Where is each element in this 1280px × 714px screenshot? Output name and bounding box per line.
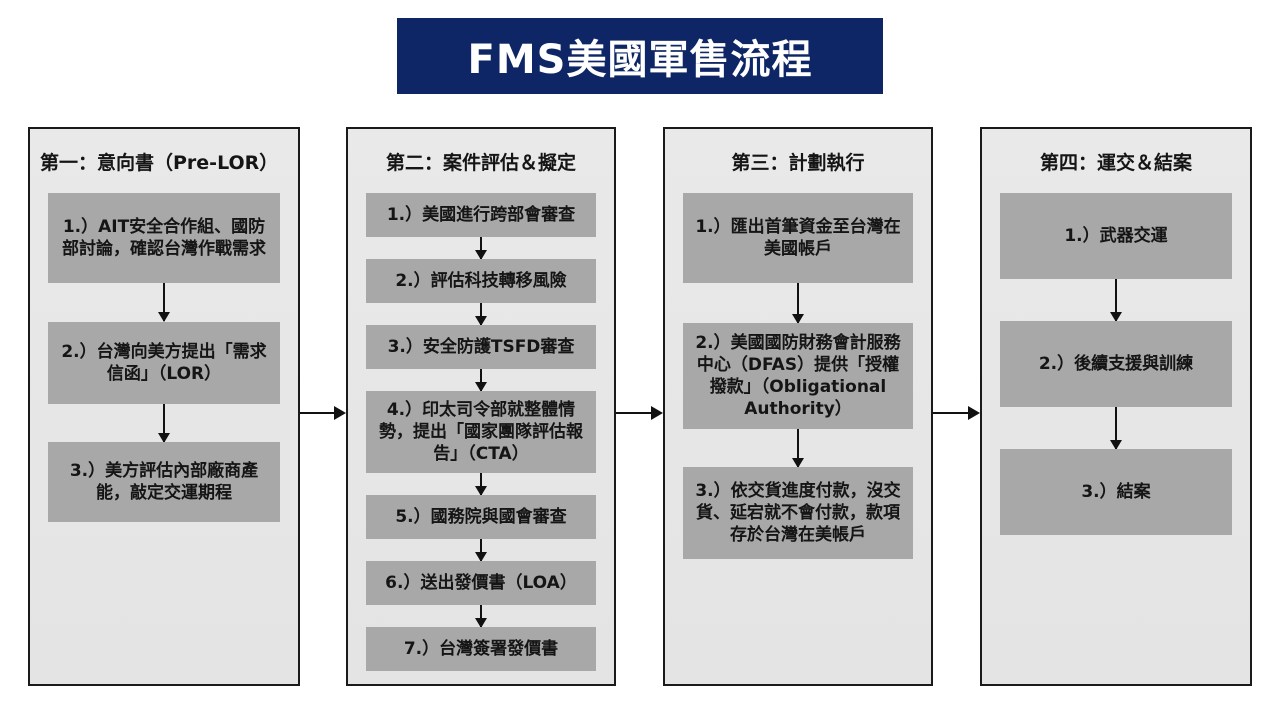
arrow-down-icon [792,283,804,324]
arrow-down-icon [475,303,487,326]
stage-3-step-2: 2.）美國國防財務會計服務中心（DFAS）提供「授權撥款」（Obligation… [683,323,913,429]
title-banner: FMS美國軍售流程 [397,18,883,94]
stage-2-step-5: 5.）國務院與國會審查 [366,495,596,539]
stage-2-panel: 第二：案件評估＆擬定 1.）美國進行跨部會審查 2.）評估科技轉移風險 3.）安… [346,127,616,686]
stage-1-step-1: 1.）AIT安全合作組、國防部討論，確認台灣作戰需求 [48,193,280,283]
arrow-down-icon [475,605,487,628]
stage-3-step-3: 3.）依交貨進度付款，沒交貨、延宕就不會付款，款項存於台灣在美帳戶 [683,467,913,559]
stage-3-heading: 第三：計劃執行 [731,152,865,174]
stage-2-step-1: 1.）美國進行跨部會審查 [366,193,596,237]
arrow-right-icon [616,406,663,420]
arrow-right-icon [300,406,346,420]
stage-4-step-3: 3.）結案 [1000,449,1232,535]
stage-4-heading: 第四：運交＆結案 [1039,152,1192,174]
arrow-down-icon [475,237,487,260]
arrow-down-icon [475,473,487,496]
stage-2-step-7: 7.）台灣簽署發價書 [366,627,596,671]
stage-4-step-2: 2.）後續支援與訓練 [1000,321,1232,407]
arrow-down-icon [1110,407,1122,450]
stage-1-step-3: 3.）美方評估內部廠商產能，敲定交運期程 [48,442,280,522]
arrow-down-icon [158,404,170,443]
stage-1-heading: 第一：意向書（Pre-LOR） [40,152,279,174]
stage-2-step-6: 6.）送出發價書（LOA） [366,561,596,605]
arrow-down-icon [158,283,170,322]
stage-3-panel: 第三：計劃執行 1.）匯出首筆資金至台灣在美國帳戶 2.）美國國防財務會計服務中… [663,127,933,686]
arrow-down-icon [475,539,487,562]
stage-2-step-4: 4.）印太司令部就整體情勢，提出「國家團隊評估報告」（CTA） [366,391,596,473]
stage-2-heading: 第二：案件評估＆擬定 [385,152,576,174]
stage-2-step-3: 3.）安全防護TSFD審查 [366,325,596,369]
arrow-down-icon [475,369,487,392]
stage-3-step-1: 1.）匯出首筆資金至台灣在美國帳戶 [683,193,913,283]
arrow-down-icon [792,429,804,468]
stage-2-step-2: 2.）評估科技轉移風險 [366,259,596,303]
stage-1-panel: 第一：意向書（Pre-LOR） 1.）AIT安全合作組、國防部討論，確認台灣作戰… [28,127,300,686]
stage-4-step-1: 1.）武器交運 [1000,193,1232,279]
stage-1-step-2: 2.）台灣向美方提出「需求信函」（LOR） [48,322,280,404]
page-title: FMS美國軍售流程 [467,37,813,83]
stage-4-panel: 第四：運交＆結案 1.）武器交運 2.）後續支援與訓練 3.）結案 [980,127,1252,686]
arrow-down-icon [1110,279,1122,322]
arrow-right-icon [933,406,980,420]
